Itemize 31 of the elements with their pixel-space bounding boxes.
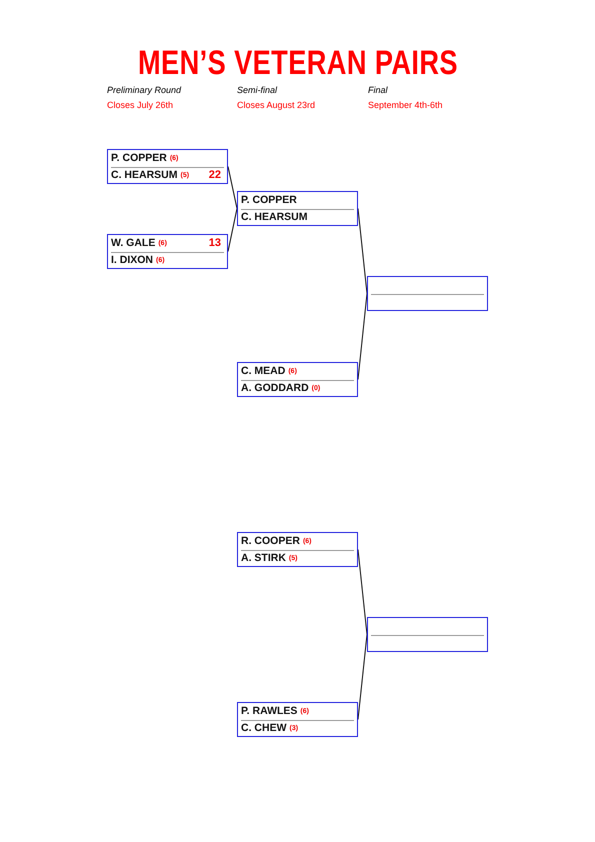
pairing-box [237, 362, 358, 397]
player-name: C. HEARSUM [111, 169, 178, 181]
closing-date: Closes July 26th [107, 100, 174, 110]
empty-result-box [367, 276, 488, 311]
player-name: C. HEARSUM [241, 211, 308, 223]
pairing-box [107, 234, 228, 269]
player-name: R. COOPER [241, 535, 300, 547]
closing-date: September 4th-6th [368, 100, 443, 110]
empty-result-box [367, 617, 488, 652]
pairing-box [237, 532, 358, 567]
bracket-line [228, 208, 238, 252]
pairing-box [107, 149, 228, 184]
player-name: C. CHEW [241, 722, 286, 734]
round-heading: Semi-final [237, 85, 278, 95]
score: 13 [208, 237, 221, 249]
player-name: A. STIRK [241, 552, 286, 564]
pairing-box [237, 191, 358, 226]
round-heading: Final [368, 85, 388, 95]
closing-date: Closes August 23rd [237, 100, 316, 110]
score: 22 [208, 169, 221, 181]
pairing-box [237, 702, 358, 737]
player-name: C. MEAD [241, 365, 286, 377]
player-name: P. COPPER [111, 152, 167, 164]
round-heading: Preliminary Round [107, 85, 182, 95]
player-name: W. GALE [111, 237, 156, 249]
player-name: P. COPPER [241, 194, 297, 206]
player-name: P. RAWLES [241, 705, 298, 717]
player-name: I. DIXON [111, 254, 154, 266]
bracket-line [228, 166, 238, 209]
title: MEN’S VETERAN PAIRS [138, 44, 458, 83]
player-name: A. GODDARD [241, 382, 309, 394]
